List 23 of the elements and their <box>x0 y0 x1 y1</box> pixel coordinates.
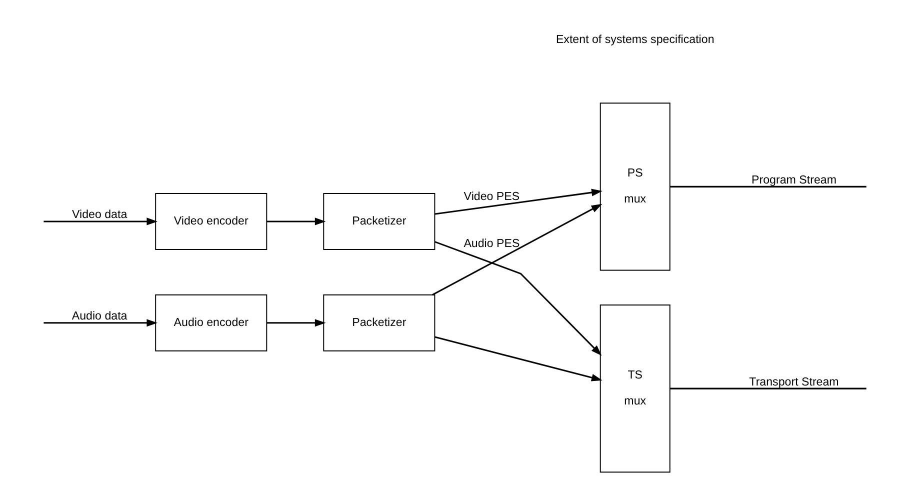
edge-label: Video PES <box>464 190 520 203</box>
edge-label: Audio data <box>72 310 128 323</box>
edge-label: Transport Stream <box>749 376 839 388</box>
edge-label: Program Stream <box>752 174 836 186</box>
node-box: Audio encoder <box>155 294 268 352</box>
arrow <box>434 241 602 356</box>
label: Extent of systems specification <box>556 34 714 46</box>
arrow <box>44 218 158 226</box>
arrow <box>432 204 602 296</box>
node-box: Packetizer <box>323 294 436 352</box>
connector <box>670 186 866 188</box>
arrow <box>434 336 602 382</box>
node-box: Video encoder <box>155 192 268 250</box>
connector <box>670 388 866 390</box>
node-box: PS mux <box>600 102 670 271</box>
edge-label: Video data <box>72 209 128 222</box>
arrow <box>434 188 602 215</box>
node-box: TS mux <box>600 304 670 473</box>
arrow <box>266 218 326 226</box>
arrow <box>266 319 326 327</box>
edge-label: Audio PES <box>464 238 520 250</box>
node-box: Packetizer <box>323 192 436 250</box>
arrow <box>44 319 158 327</box>
